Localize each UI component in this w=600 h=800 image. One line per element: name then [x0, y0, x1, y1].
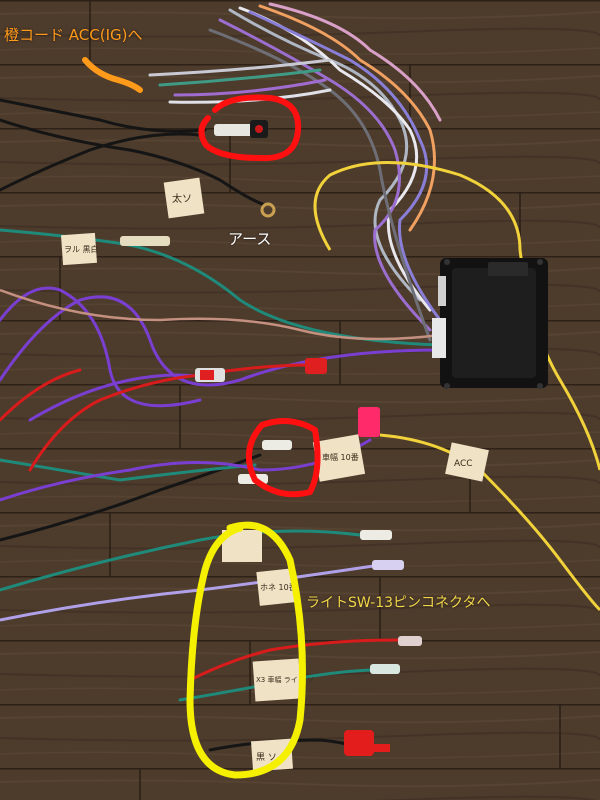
beige-wire — [0, 288, 441, 341]
tag-4: ホネ 10番 — [256, 568, 298, 606]
orange-squiggle — [82, 57, 143, 93]
yellow-wire-lower — [379, 433, 600, 612]
svg-text:X3 車幅 ライト ソ: X3 車幅 ライト ソ — [256, 675, 314, 684]
svg-text:太ソ: 太ソ — [172, 192, 192, 205]
svg-text:車幅 10番: 車幅 10番 — [322, 452, 359, 462]
acc-annotation: 橙コード ACC(IG)へ — [4, 26, 143, 44]
red-circle-top — [198, 94, 302, 162]
yellow-circle — [186, 521, 306, 779]
tag-7: ACC — [445, 442, 489, 482]
tag-6: 黒 ソ — [251, 738, 293, 772]
svg-text:黒 ソ: 黒 ソ — [256, 752, 277, 763]
svg-text:ホネ 10番: ホネ 10番 — [260, 582, 297, 592]
paper-tags: 太ソ ヲル 黒白 車幅 10番 ホネ 10番 X3 車幅 ライト ソ 黒 ソ A… — [60, 177, 489, 772]
red-wires — [0, 363, 402, 682]
tag-3: 車幅 10番 — [312, 434, 366, 482]
wire-bundle — [148, 2, 442, 342]
red-circle-middle — [245, 418, 321, 498]
connector-annotation: ライトSW-13ピンコネクタへ — [306, 595, 491, 611]
tag-5: X3 車幅 ライト ソ — [252, 658, 314, 702]
control-unit-box — [432, 258, 548, 389]
yellow-wire — [313, 161, 600, 471]
svg-text:ヲル 黒白: ヲル 黒白 — [64, 244, 99, 254]
tag-2: ヲル 黒白 — [60, 232, 99, 266]
highlight-marks — [82, 57, 321, 779]
connectors — [120, 120, 422, 756]
svg-text:ACC: ACC — [454, 459, 473, 469]
tag-1: 太ソ — [163, 177, 205, 219]
earth-annotation: アース — [228, 230, 272, 248]
